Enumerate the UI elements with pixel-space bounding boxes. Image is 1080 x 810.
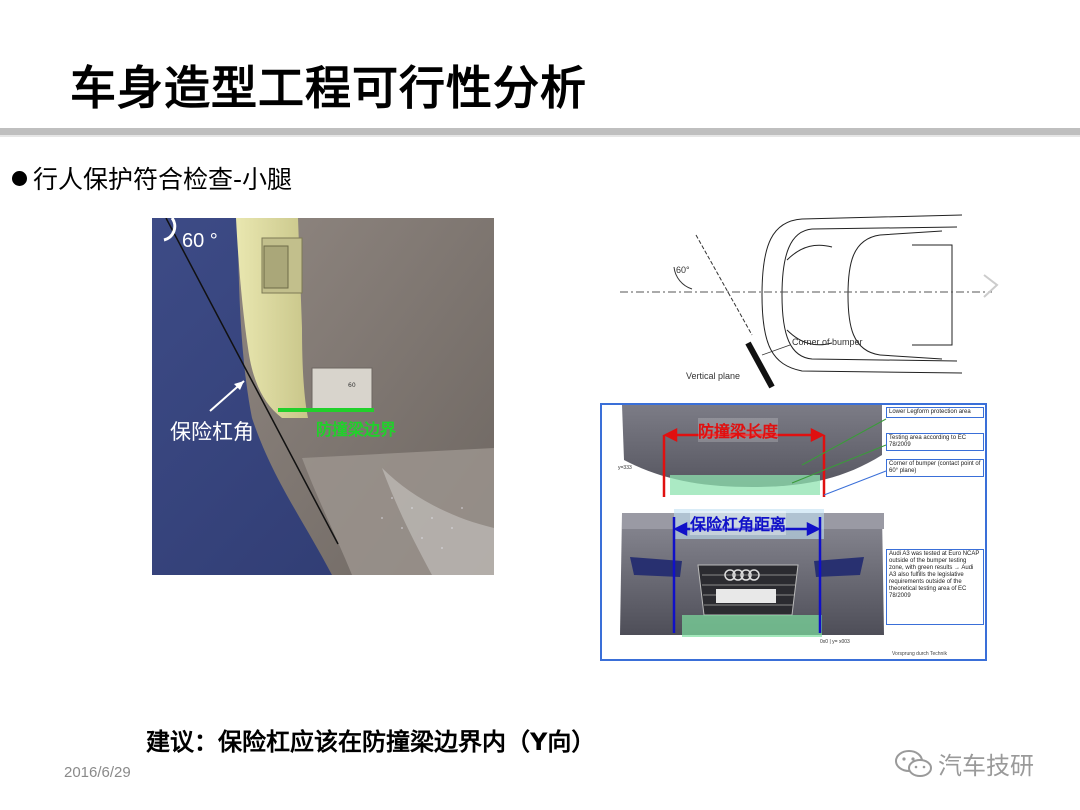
cad-render	[152, 218, 494, 575]
drawing-corner-label: Corner of bumper	[792, 337, 863, 347]
slide-title: 车身造型工程可行性分析	[70, 61, 587, 115]
suggestion-text: 建议：保险杠应该在防撞梁边界内（Y向）	[146, 728, 596, 756]
wechat-icon	[895, 749, 932, 777]
title-divider	[0, 128, 1080, 135]
photo-render: y=333 0x0 | y= x003	[618, 405, 887, 645]
title-divider-shadow	[0, 135, 1080, 137]
bullet-text: 行人保护符合检查-小腿	[33, 165, 293, 194]
bullet-item: 行人保护符合检查-小腿	[12, 160, 292, 196]
slide-date: 2016/6/29	[64, 764, 131, 781]
watermark-text: 汽车技研	[938, 752, 1034, 780]
note-legform-area: Lower Legform protection area	[886, 407, 984, 418]
cad-section-image: 60 ° 保险杠角 防撞梁边界 60	[152, 218, 494, 575]
svg-text:0x0 | y= x003: 0x0 | y= x003	[820, 639, 850, 645]
note-testing-area: Testing area according to EC 78/2009	[886, 433, 984, 451]
top-view-drawing: 60° Corner of bumper Vertical plane	[612, 205, 1002, 395]
cad-beam-label: 防撞梁边界	[316, 420, 397, 439]
corner-distance-label: 保险杠角距离	[690, 511, 787, 535]
note-bumper-corner: Corner of bumper (contact point of 60° p…	[886, 459, 984, 477]
watermark: 汽车技研	[894, 746, 1034, 781]
bumper-test-photo: y=333 0x0 | y= x003 防撞梁长度 保险杠角距离 Lower L…	[600, 403, 987, 661]
note-audi-result: Audi A3 was tested at Euro NCAP outside …	[886, 549, 984, 625]
drawing-plane-label: Vertical plane	[686, 371, 741, 381]
cad-small-label: 60	[348, 382, 356, 389]
drawing-sketch	[620, 214, 999, 389]
cad-angle-label: 60 °	[182, 230, 218, 252]
beam-length-label: 防撞梁长度	[698, 418, 779, 442]
svg-text:y=333: y=333	[618, 465, 632, 471]
photo-footer-text: Vorsprung durch Technik	[892, 651, 947, 657]
drawing-angle-label: 60°	[676, 265, 690, 275]
cad-corner-label: 保险杠角	[170, 420, 254, 444]
bullet-dot-icon	[12, 170, 27, 186]
